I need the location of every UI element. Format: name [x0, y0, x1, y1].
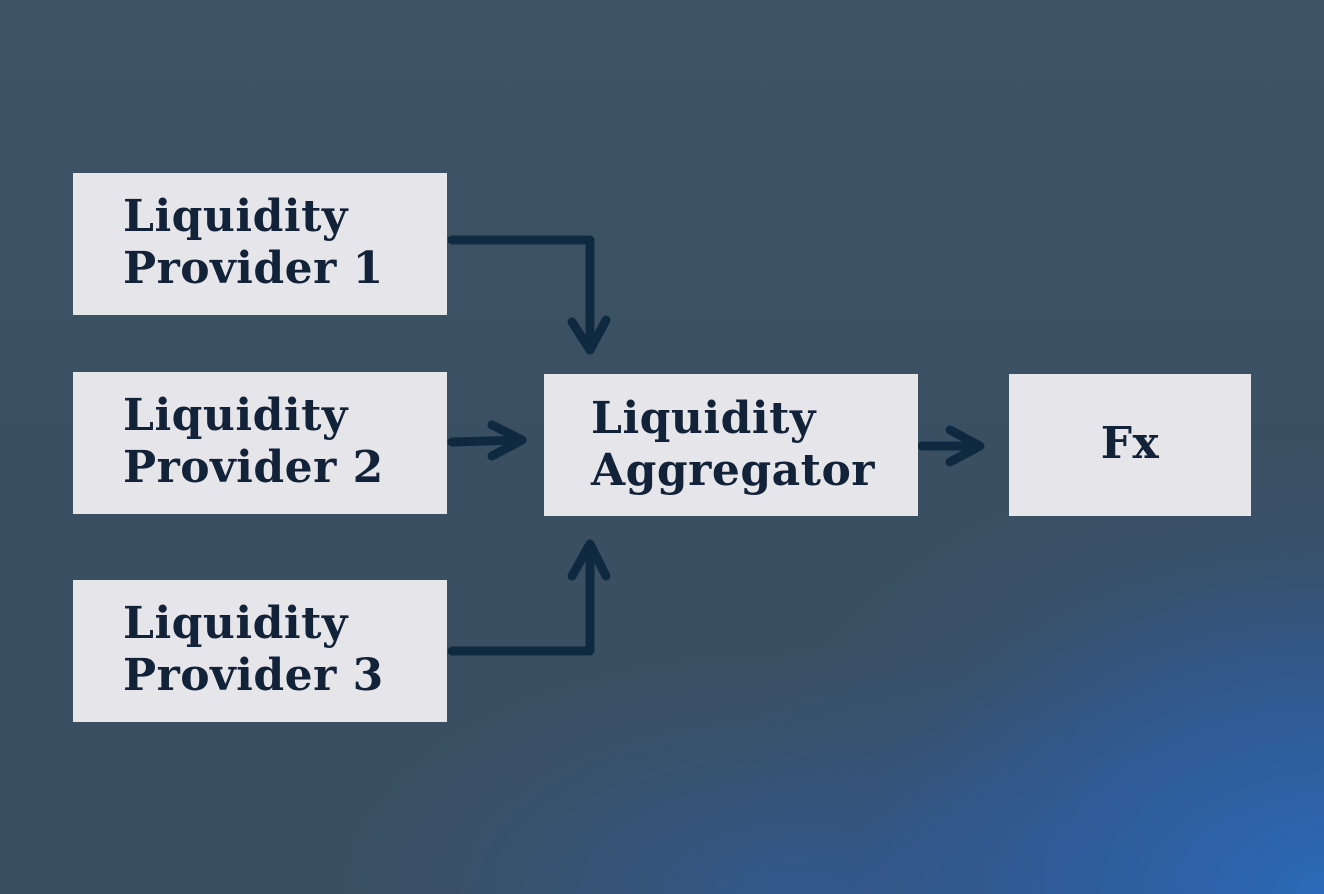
arrowhead-provider1 [567, 315, 611, 355]
liquidity-provider-1-label: Liquidity Provider 1 [123, 191, 384, 294]
liquidity-provider-2-label: Liquidity Provider 2 [123, 390, 384, 493]
arrowhead-provider3 [567, 539, 611, 581]
liquidity-provider-2-box: Liquidity Provider 2 [73, 372, 447, 514]
arrow-provider2-to-aggregator [447, 435, 525, 447]
liquidity-provider-3-label: Liquidity Provider 3 [123, 598, 384, 701]
arrow-provider1-to-aggregator [447, 235, 595, 353]
liquidity-provider-3-box: Liquidity Provider 3 [73, 580, 447, 722]
liquidity-aggregator-box: Liquidity Aggregator [544, 374, 918, 516]
liquidity-aggregator-label: Liquidity Aggregator [591, 393, 875, 496]
fx-box: Fx [1009, 374, 1251, 516]
arrowhead-provider2 [487, 420, 527, 461]
arrowhead-fx [945, 425, 985, 467]
arrow-provider3-to-aggregator [447, 539, 595, 656]
fx-label: Fx [1100, 418, 1160, 469]
liquidity-provider-1-box: Liquidity Provider 1 [73, 173, 447, 315]
